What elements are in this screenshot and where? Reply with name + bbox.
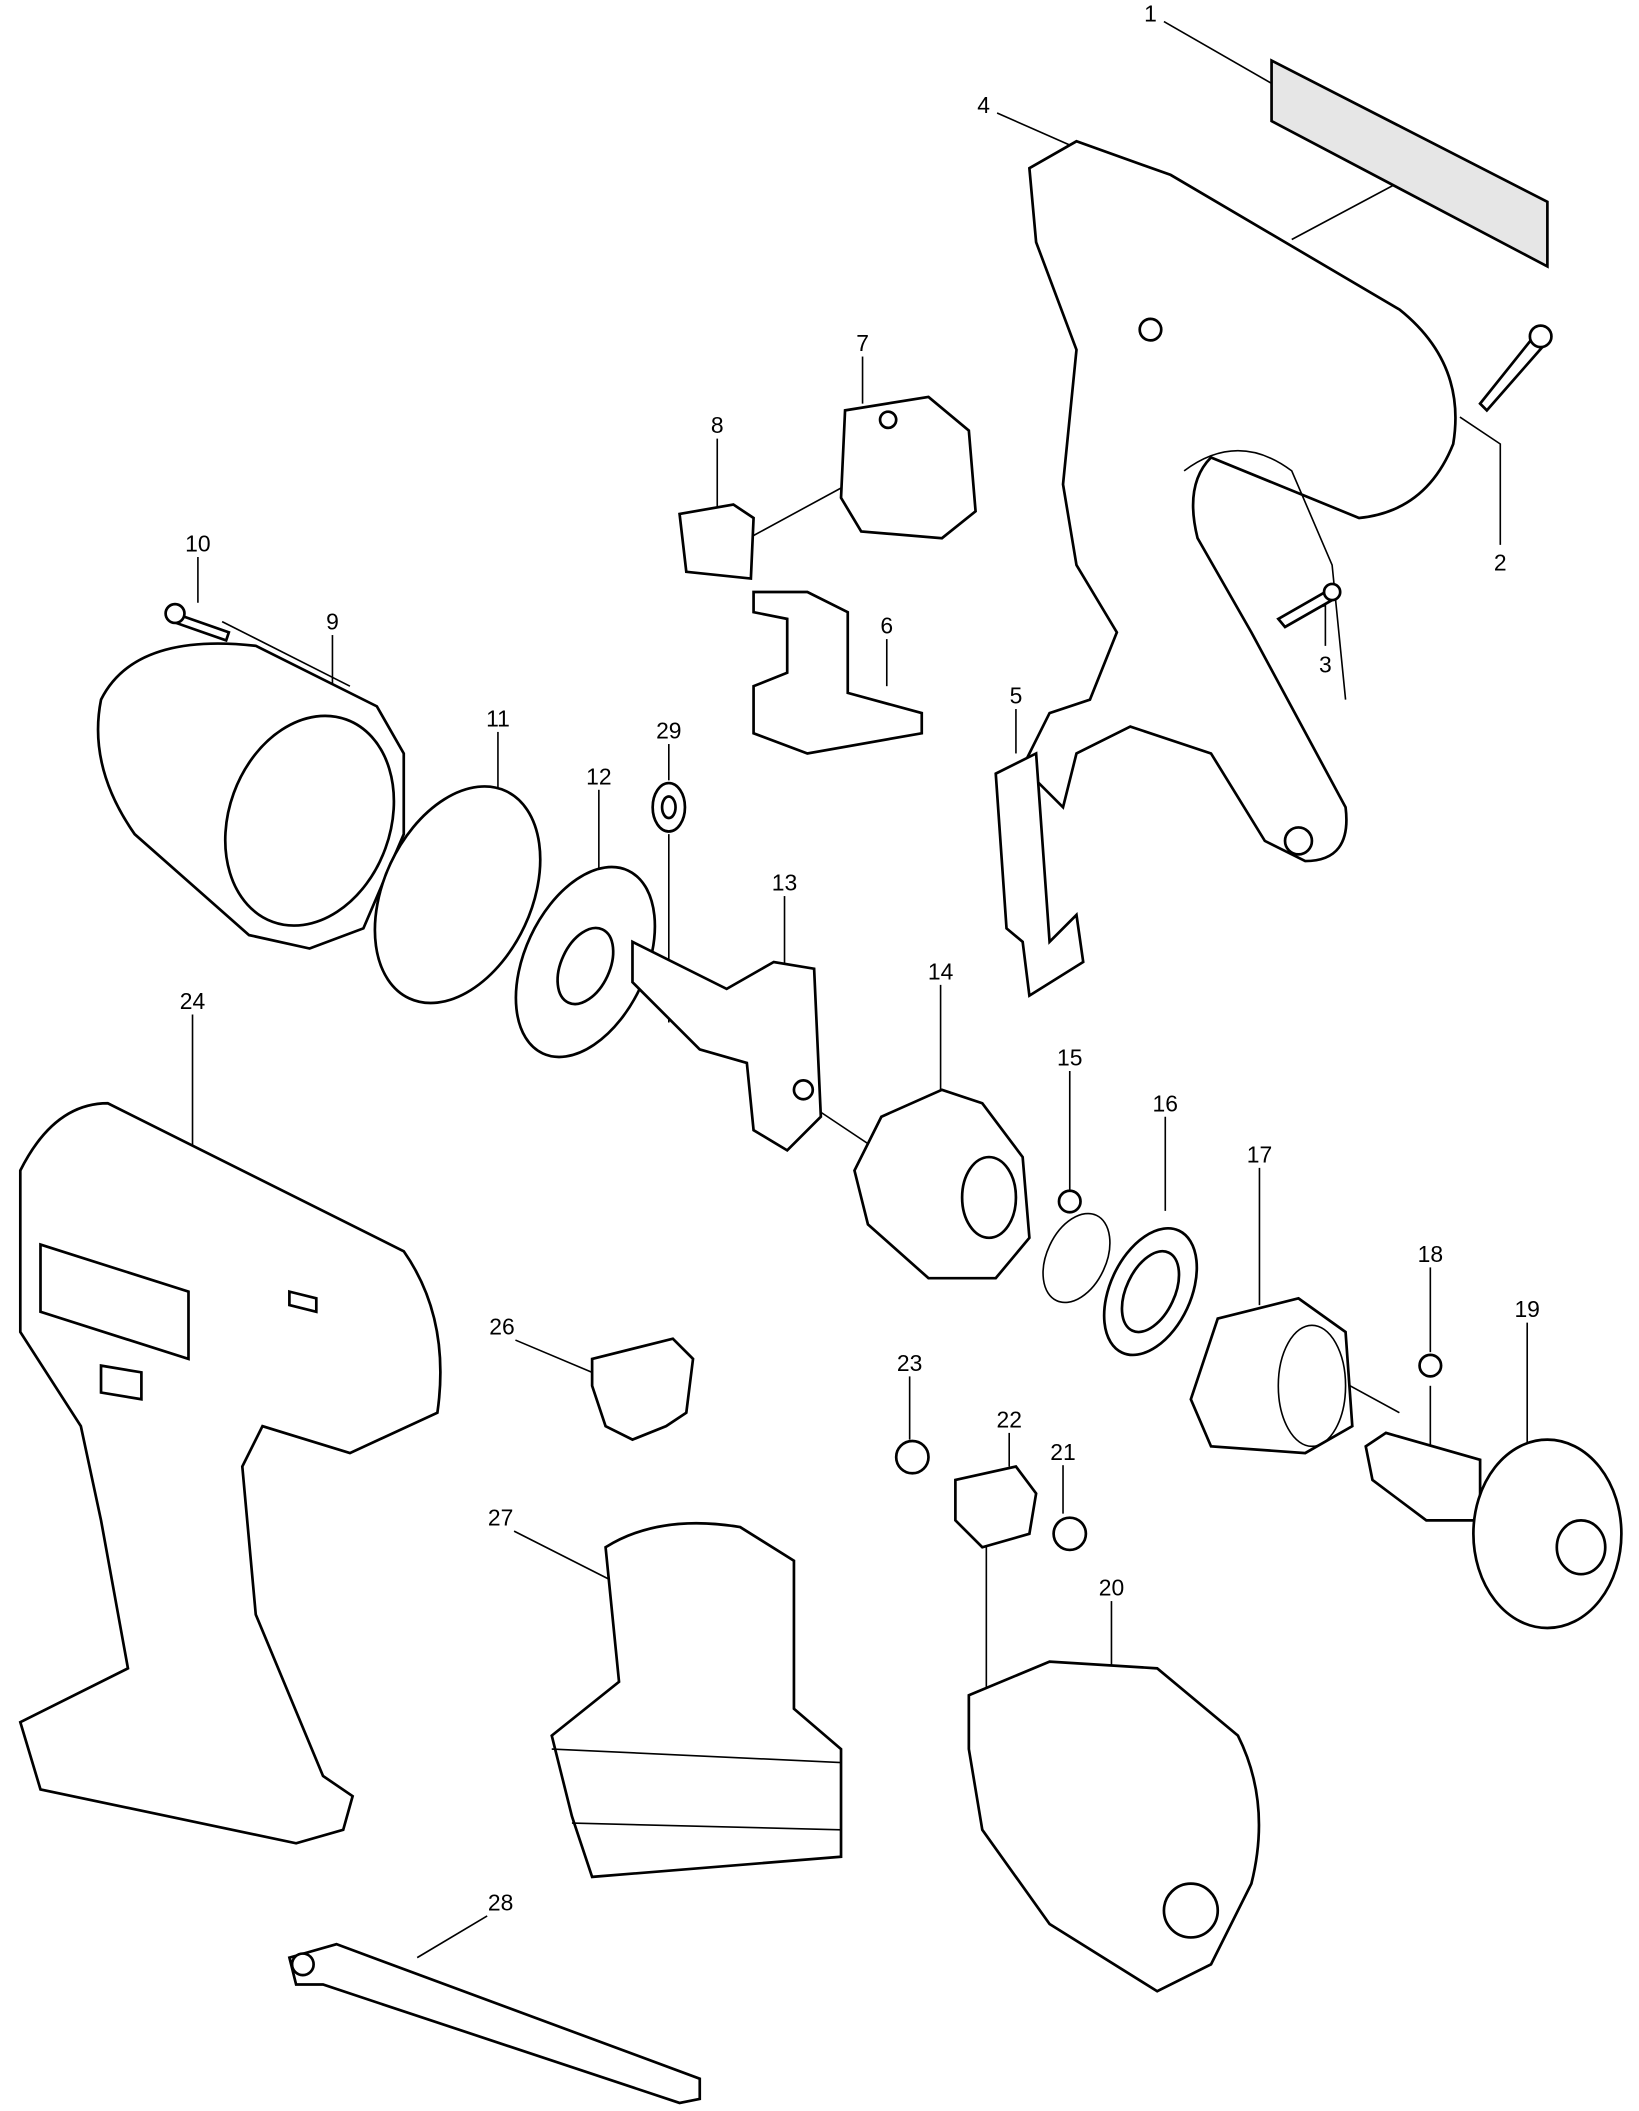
part-2-screw <box>1478 324 1553 413</box>
part-29-washer <box>651 781 687 833</box>
part-22-gear <box>954 1465 1038 1549</box>
label-6: 6 <box>880 613 893 639</box>
part-28-strap <box>287 1942 702 2105</box>
label-11: 11 <box>486 706 510 732</box>
part-26-clip <box>590 1337 695 1442</box>
part-7-switch <box>839 395 977 540</box>
part-13-spindle <box>631 939 823 1153</box>
part-21-bushing <box>1052 1516 1088 1552</box>
part-17-spring <box>1189 1296 1354 1455</box>
part-9-front-housing <box>96 642 406 950</box>
label-8: 8 <box>711 412 724 438</box>
label-23: 23 <box>897 1350 922 1376</box>
part-14-hammer <box>853 1088 1031 1280</box>
part-23-bushing <box>894 1439 930 1475</box>
part-1-label-plate <box>1270 58 1549 269</box>
part-labels: 1 2 3 4 5 6 7 8 9 10 11 12 13 14 15 16 1… <box>180 1 1540 1916</box>
part-20-motor <box>967 1660 1261 1993</box>
label-27: 27 <box>488 1505 513 1531</box>
part-16-washer <box>1102 1226 1199 1357</box>
label-22: 22 <box>996 1407 1021 1433</box>
label-17: 17 <box>1247 1141 1272 1167</box>
part-27-battery <box>550 1521 843 1879</box>
part-6-bracket <box>752 590 924 755</box>
label-4: 4 <box>977 92 990 118</box>
label-26: 26 <box>489 1314 514 1340</box>
label-10: 10 <box>185 531 210 557</box>
label-12: 12 <box>586 763 611 789</box>
label-3: 3 <box>1319 652 1332 678</box>
part-15-ball-ring <box>1042 1189 1111 1304</box>
part-24-housing-half <box>18 1101 442 1845</box>
label-20: 20 <box>1099 1575 1124 1601</box>
label-7: 7 <box>856 330 869 356</box>
part-12-washer <box>514 865 657 1059</box>
part-10-screw <box>164 602 231 643</box>
label-9: 9 <box>326 609 339 635</box>
label-5: 5 <box>1010 683 1023 709</box>
label-21: 21 <box>1050 1439 1075 1465</box>
part-19-anvil <box>1364 1431 1623 1630</box>
label-2: 2 <box>1494 549 1507 575</box>
label-28: 28 <box>488 1890 513 1916</box>
label-13: 13 <box>772 870 797 896</box>
part-3-screw <box>1276 582 1342 629</box>
label-24: 24 <box>180 988 206 1014</box>
part-8-switch-lever <box>678 503 755 581</box>
part-5-trigger-spring <box>994 751 1085 998</box>
part-18-ball <box>1418 1353 1443 1378</box>
label-29: 29 <box>656 718 681 744</box>
part-11-gasket <box>373 785 542 1005</box>
label-16: 16 <box>1153 1090 1178 1116</box>
label-15: 15 <box>1057 1045 1082 1071</box>
part-4-housing-half <box>1021 139 1457 863</box>
label-18: 18 <box>1418 1241 1443 1267</box>
label-1: 1 <box>1144 1 1157 27</box>
label-19: 19 <box>1514 1296 1539 1322</box>
label-14: 14 <box>928 958 954 984</box>
